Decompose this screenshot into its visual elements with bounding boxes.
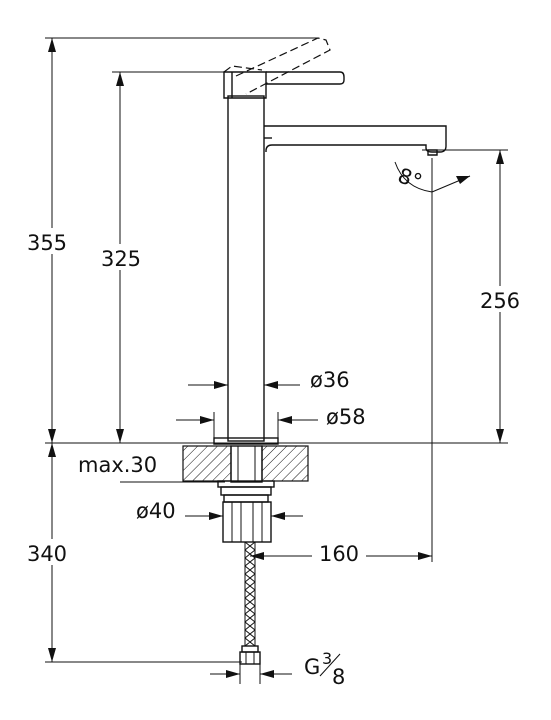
dim-label-355: 355: [27, 231, 67, 255]
dim-shank-diameter: ø40: [136, 499, 303, 523]
dim-label-325: 325: [101, 247, 141, 271]
dim-label-thread-g: G: [304, 655, 320, 679]
dim-below-deck: 340: [26, 443, 70, 662]
dim-spout-height: 256: [478, 150, 526, 443]
dim-label-d58: ø58: [326, 405, 366, 429]
extension-lines: [45, 37, 508, 663]
countertop-section: [182, 445, 309, 482]
flexible-hose: [239, 541, 261, 665]
dim-label-max30: max.30: [78, 453, 157, 477]
dim-base-diameter: ø58: [176, 405, 366, 438]
dim-label-d40: ø40: [136, 499, 176, 523]
dim-label-340: 340: [27, 542, 67, 566]
dim-label-d36: ø36: [310, 368, 350, 392]
base-flange: [213, 437, 279, 445]
dim-body-diameter: ø36: [188, 368, 350, 392]
dim-thread: G 3 8: [210, 649, 345, 689]
dim-body-height: 325: [96, 72, 146, 443]
dim-max-deck: max.30: [78, 453, 157, 477]
dim-total-height: 355: [26, 38, 70, 443]
shank-assembly: [217, 445, 275, 543]
dim-label-thread-num: 3: [322, 649, 332, 668]
dim-label-thread-den: 8: [332, 665, 345, 689]
dim-label-160: 160: [319, 542, 359, 566]
faucet-body: [223, 37, 345, 442]
dim-spout-reach: 160: [250, 158, 433, 566]
spout: [264, 125, 447, 156]
dim-label-256: 256: [480, 289, 520, 313]
